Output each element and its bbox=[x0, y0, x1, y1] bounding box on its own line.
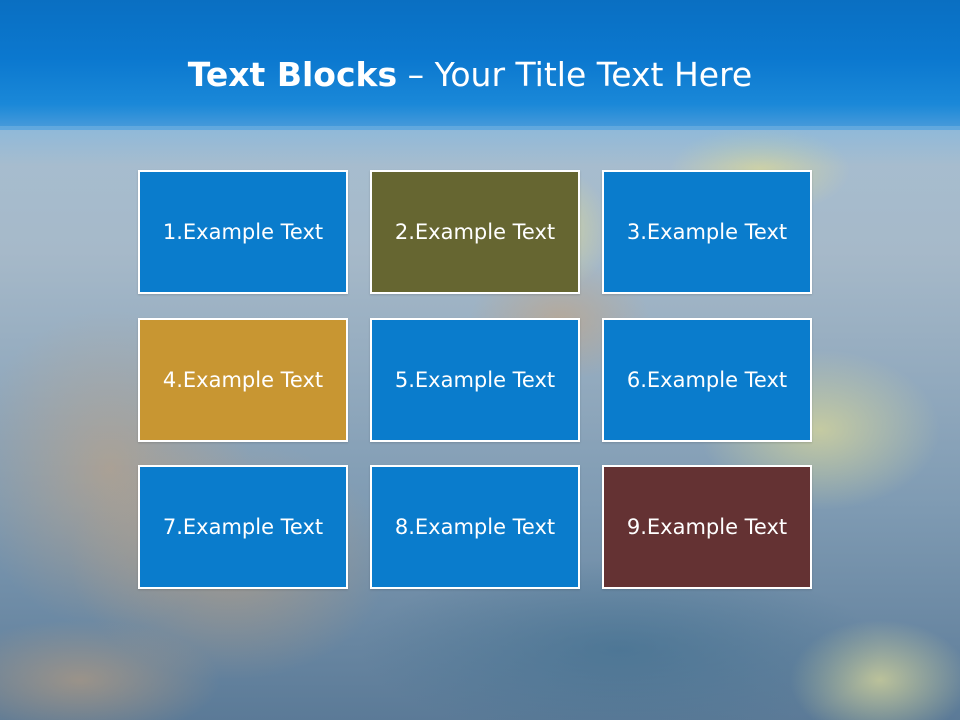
text-block-4[interactable]: 4.Example Text bbox=[138, 318, 348, 442]
text-block-9[interactable]: 9.Example Text bbox=[602, 465, 812, 589]
text-block-6[interactable]: 6.Example Text bbox=[602, 318, 812, 442]
text-block-1[interactable]: 1.Example Text bbox=[138, 170, 348, 294]
text-block-3[interactable]: 3.Example Text bbox=[602, 170, 812, 294]
header-band bbox=[0, 0, 960, 130]
text-block-grid: 1.Example Text 2.Example Text 3.Example … bbox=[138, 170, 816, 594]
title-rest-text: – Your Title Text Here bbox=[397, 55, 753, 94]
text-block-label: 2.Example Text bbox=[394, 220, 556, 244]
text-block-7[interactable]: 7.Example Text bbox=[138, 465, 348, 589]
text-block-label: 1.Example Text bbox=[162, 220, 324, 244]
text-block-label: 6.Example Text bbox=[626, 368, 788, 392]
text-block-label: 9.Example Text bbox=[626, 515, 788, 539]
title-bold-text: Text Blocks bbox=[187, 55, 398, 94]
text-block-label: 7.Example Text bbox=[162, 515, 324, 539]
text-block-label: 3.Example Text bbox=[626, 220, 788, 244]
text-block-label: 5.Example Text bbox=[394, 368, 556, 392]
text-block-label: 8.Example Text bbox=[394, 515, 556, 539]
text-block-8[interactable]: 8.Example Text bbox=[370, 465, 580, 589]
slide-title: Text Blocks – Your Title Text Here bbox=[0, 52, 940, 98]
text-block-label: 4.Example Text bbox=[162, 368, 324, 392]
text-block-5[interactable]: 5.Example Text bbox=[370, 318, 580, 442]
header-fade bbox=[0, 126, 960, 166]
text-block-2[interactable]: 2.Example Text bbox=[370, 170, 580, 294]
